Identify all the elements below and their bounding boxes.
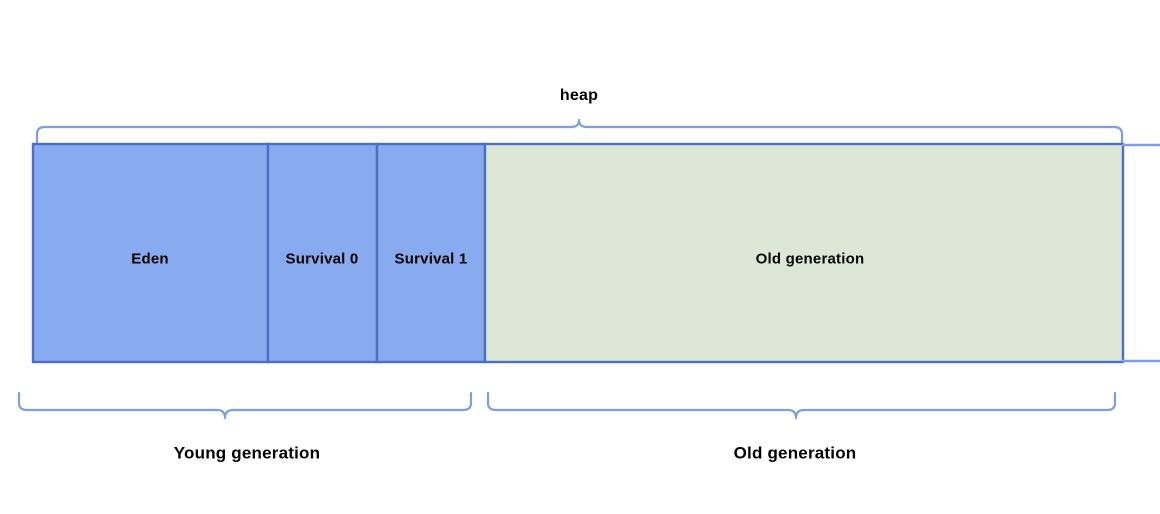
heap-title: heap (559, 87, 599, 104)
young-generation-brace (17, 391, 473, 420)
box-edge-overflow (1122, 143, 1160, 363)
segment-label-old-generation: Old generation (755, 250, 865, 268)
segment-label-eden: Eden (131, 250, 169, 268)
segment-rect-old-generation (483, 142, 1125, 364)
brace-label-old-generation: Old generation (733, 443, 857, 463)
segment-label-survival-1: Survival 1 (394, 250, 468, 268)
segment-label-survival-0: Survival 0 (285, 250, 359, 268)
heap-brace (35, 118, 1124, 146)
brace-label-young-generation: Young generation (173, 443, 321, 463)
memory-box (31, 142, 1125, 364)
segment-rect-eden (31, 142, 270, 364)
old-generation-brace (486, 391, 1117, 420)
segment-rect-survival-0 (266, 142, 379, 364)
segment-rect-survival-1 (375, 142, 487, 364)
